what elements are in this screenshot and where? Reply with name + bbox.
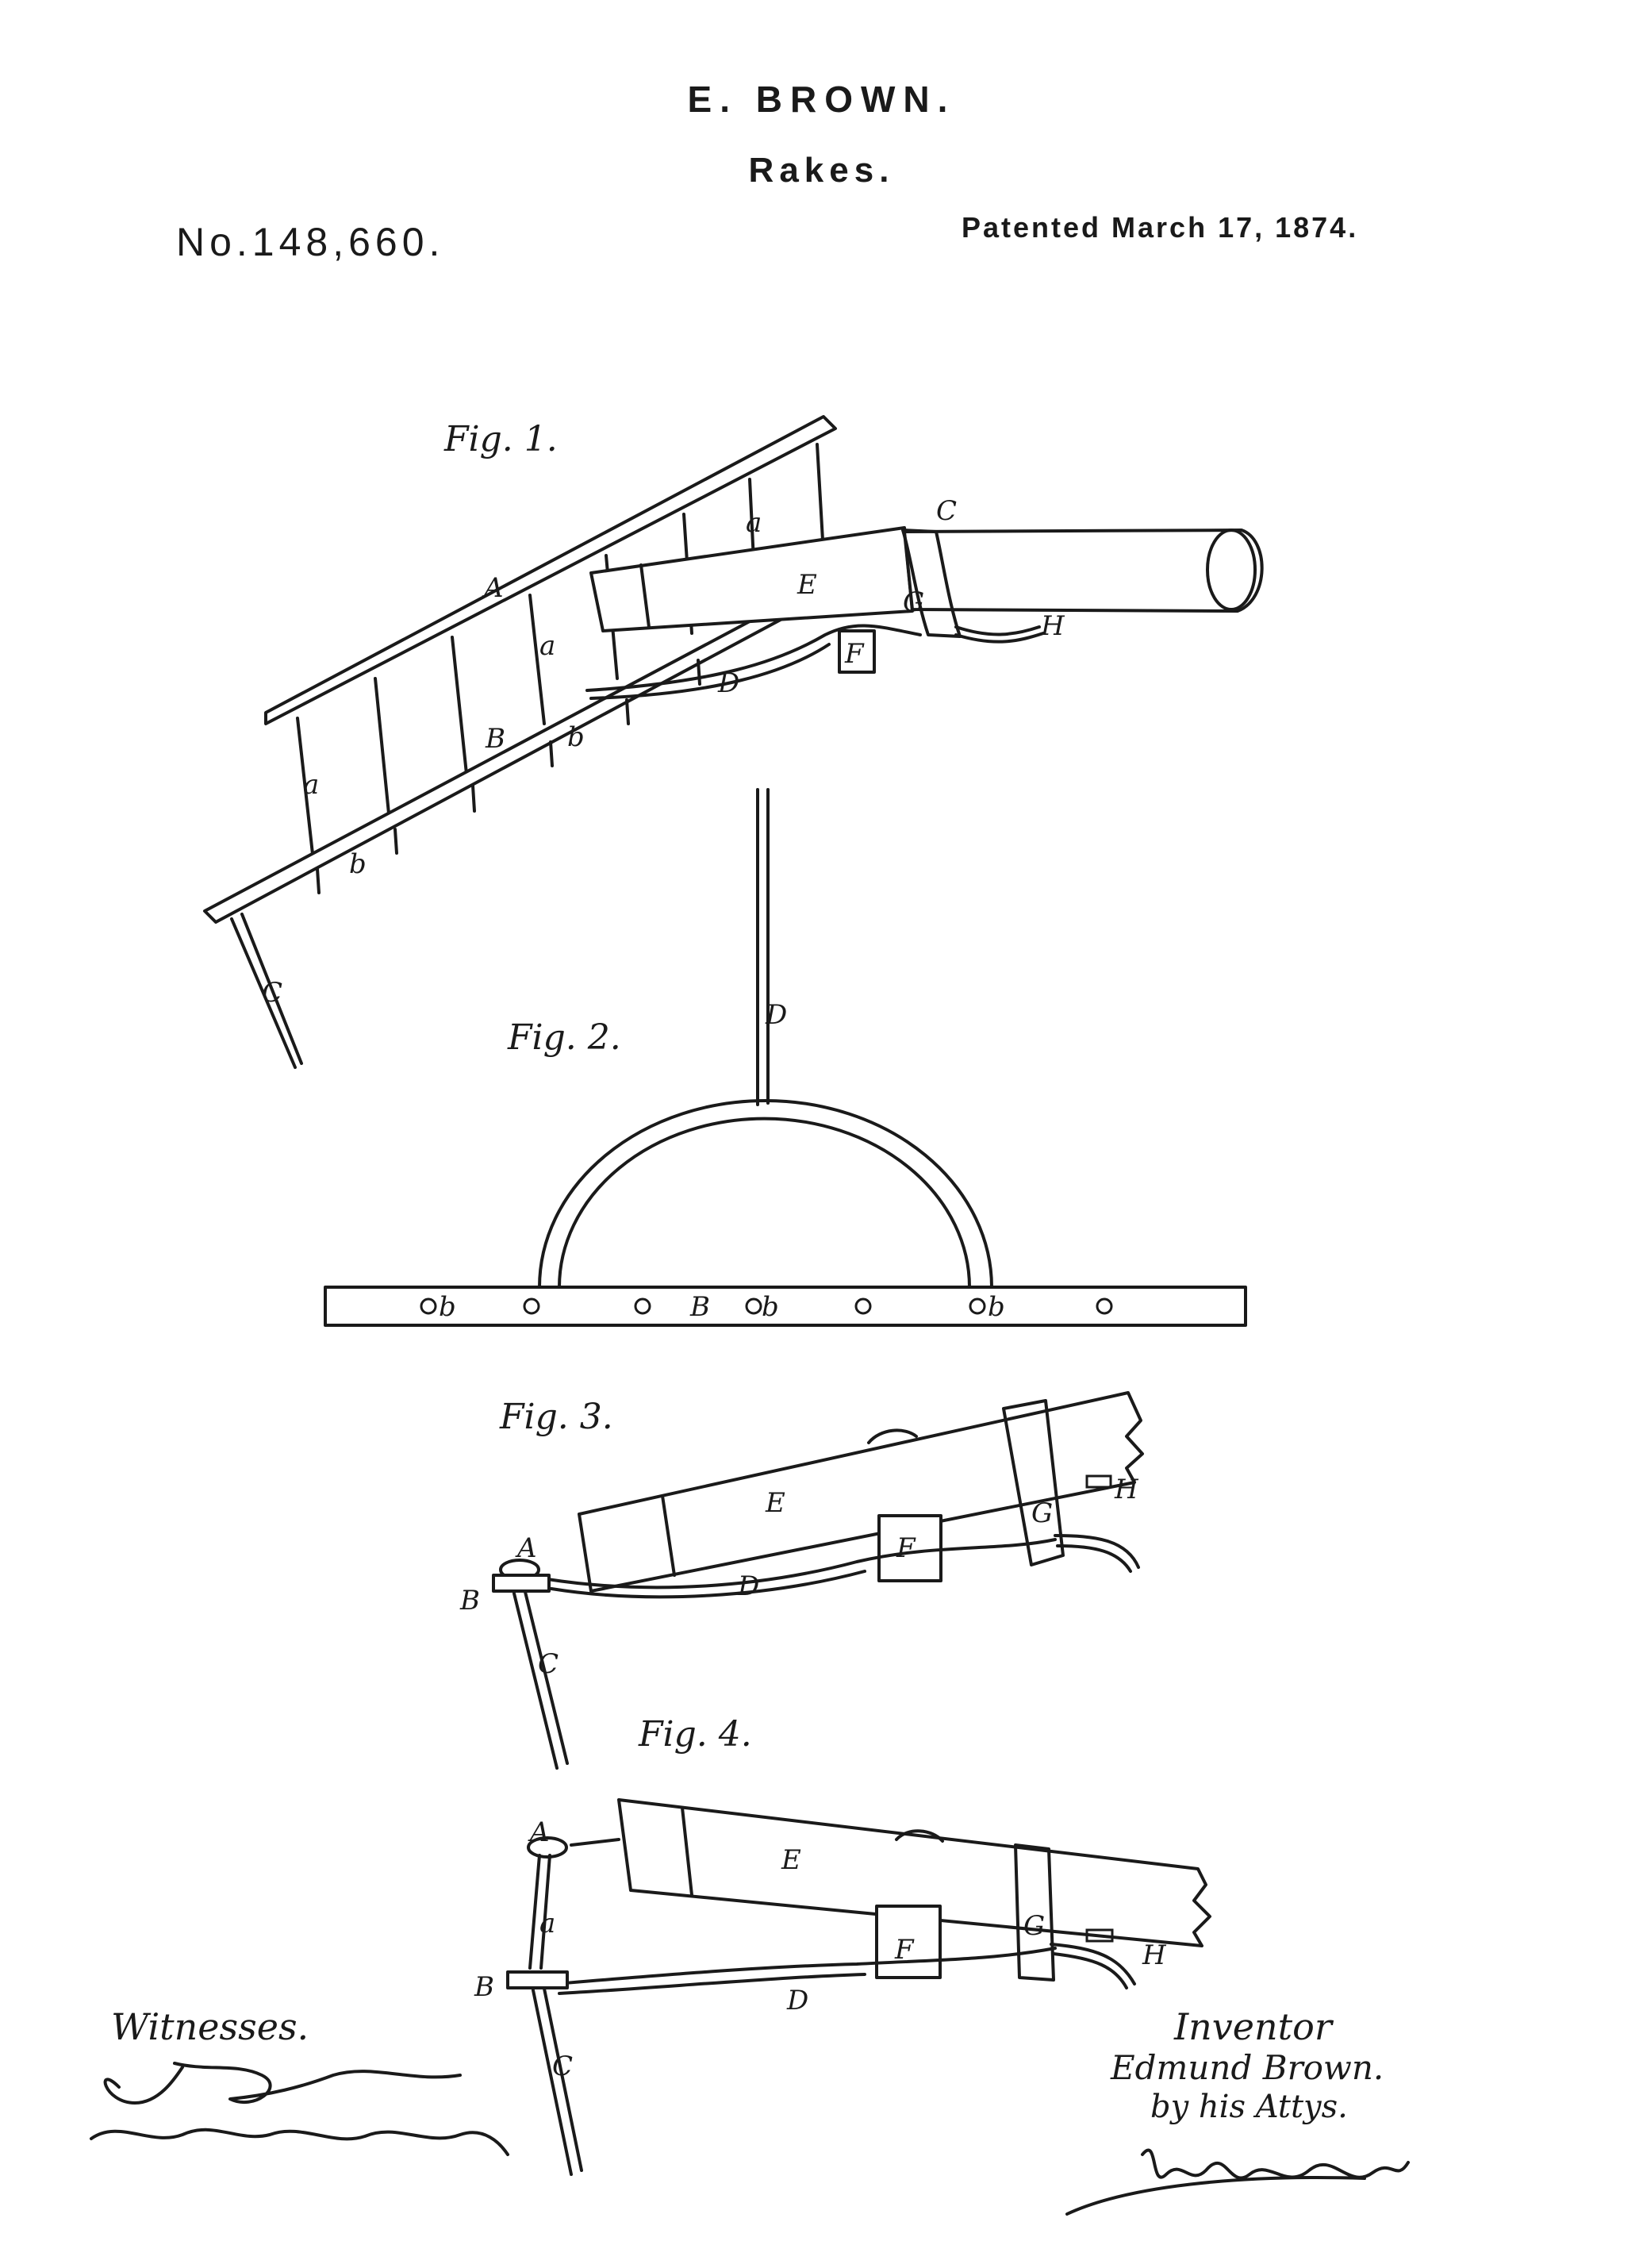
label-a-2: a	[539, 630, 555, 662]
fig4-brace	[554, 1947, 1057, 1985]
fig4-label-D: D	[786, 1985, 808, 2016]
fig4-label-C: C	[552, 2051, 573, 2082]
witnesses-heading: Witnesses.	[111, 2005, 309, 2048]
label-E: E	[797, 569, 817, 601]
fig3-label-E: E	[765, 1487, 785, 1519]
label-C: C	[262, 977, 282, 1009]
fig3-label-H: H	[1114, 1474, 1139, 1505]
inventor-heading: Inventor	[1173, 2005, 1334, 2048]
figure-3: Fig. 3. E F G H D A B C	[459, 1391, 1144, 1770]
fig4-label-H: H	[1142, 1939, 1167, 1971]
fig3-band	[1002, 1399, 1065, 1566]
fig4-spring	[1050, 1943, 1136, 1989]
witnesses-block: Witnesses.	[90, 2005, 509, 2156]
label-b-2: b	[349, 848, 367, 880]
figure-2: Fig. 2. D B b b b	[324, 788, 1247, 1327]
fig4-clamp	[875, 1905, 942, 1979]
inventor-name-heading: E. BROWN.	[687, 79, 956, 120]
figure-1-caption: Fig. 1.	[443, 419, 558, 459]
fig4-handle	[617, 1798, 1211, 1947]
patent-date: Patented March 17, 1874.	[962, 211, 1359, 244]
fig3-label-F: F	[896, 1532, 916, 1564]
fig2-label-b-2: b	[762, 1291, 779, 1323]
fig2-head-bar	[324, 1286, 1247, 1327]
fig3-label-G: G	[1031, 1497, 1053, 1529]
fig3-handle	[578, 1391, 1144, 1593]
fig4-label-E: E	[781, 1844, 801, 1876]
label-C-top: C	[936, 495, 957, 527]
label-F: F	[844, 638, 865, 670]
patent-number: No.148,660.	[176, 220, 445, 264]
fig4-label-G: G	[1023, 1910, 1045, 1942]
fig4-label-B: B	[474, 1971, 494, 2003]
fig3-label-D: D	[737, 1570, 759, 1602]
fig2-label-D: D	[765, 999, 787, 1031]
fig2-label-b: b	[439, 1291, 456, 1323]
witness-signature-2	[90, 2128, 509, 2156]
witness-signature-1	[103, 2062, 462, 2105]
fig2-arch	[538, 1099, 993, 1289]
label-H: H	[1040, 610, 1065, 642]
label-a-3: a	[746, 507, 762, 539]
label-G: G	[903, 586, 924, 618]
figure-4-caption: Fig. 4.	[638, 1714, 752, 1755]
fig2-label-B: B	[689, 1291, 710, 1323]
label-B: B	[485, 723, 505, 755]
fig2-holes	[420, 1297, 1113, 1315]
inventor-block: Inventor Edmund Brown. by his Attys.	[1065, 2005, 1410, 2216]
fig3-spring	[1054, 1534, 1140, 1573]
label-b: b	[567, 721, 585, 753]
label-D: D	[717, 667, 739, 699]
fig2-label-b-3: b	[988, 1291, 1005, 1323]
fig4-leg	[532, 1987, 583, 2176]
attorneys-signature	[1141, 2148, 1410, 2180]
fig1-clamp	[838, 629, 876, 674]
fig4-label-a: a	[539, 1908, 555, 1939]
fig3-label-C: C	[538, 1648, 559, 1680]
fig4-stay	[528, 1854, 551, 1970]
fig4-bar-end	[506, 1970, 569, 1989]
fig3-label-A: A	[515, 1532, 537, 1564]
fig1-end-leg	[230, 913, 303, 1069]
patent-title: Rakes.	[748, 151, 895, 190]
label-A: A	[482, 572, 504, 604]
fig1-top-bar	[264, 415, 837, 725]
figure-4: Fig. 4. E F G H D A	[474, 1714, 1211, 2176]
fig1-handle	[903, 529, 1264, 613]
inventor-signed-name: Edmund Brown.	[1110, 2048, 1384, 2087]
fig1-spring	[954, 625, 1045, 644]
figure-3-caption: Fig. 3.	[499, 1397, 613, 1437]
fig3-bar-end	[492, 1574, 551, 1593]
figure-1: Fig. 1.	[203, 415, 1264, 1069]
fig4-nut	[527, 1836, 568, 1859]
fig4-label-A: A	[528, 1816, 550, 1848]
fig4-band	[1014, 1843, 1055, 1982]
fig1-teeth	[316, 659, 701, 894]
fig4-label-F: F	[894, 1934, 915, 1966]
fig3-clamp	[877, 1514, 942, 1582]
attorneys-line: by his Attys.	[1150, 2089, 1348, 2125]
fig1-brace	[585, 624, 922, 692]
figure-2-caption: Fig. 2.	[507, 1017, 621, 1058]
fig3-leg	[512, 1590, 569, 1770]
label-a: a	[303, 769, 319, 801]
fig3-label-B: B	[459, 1585, 480, 1616]
fig3-brace	[546, 1538, 1057, 1590]
